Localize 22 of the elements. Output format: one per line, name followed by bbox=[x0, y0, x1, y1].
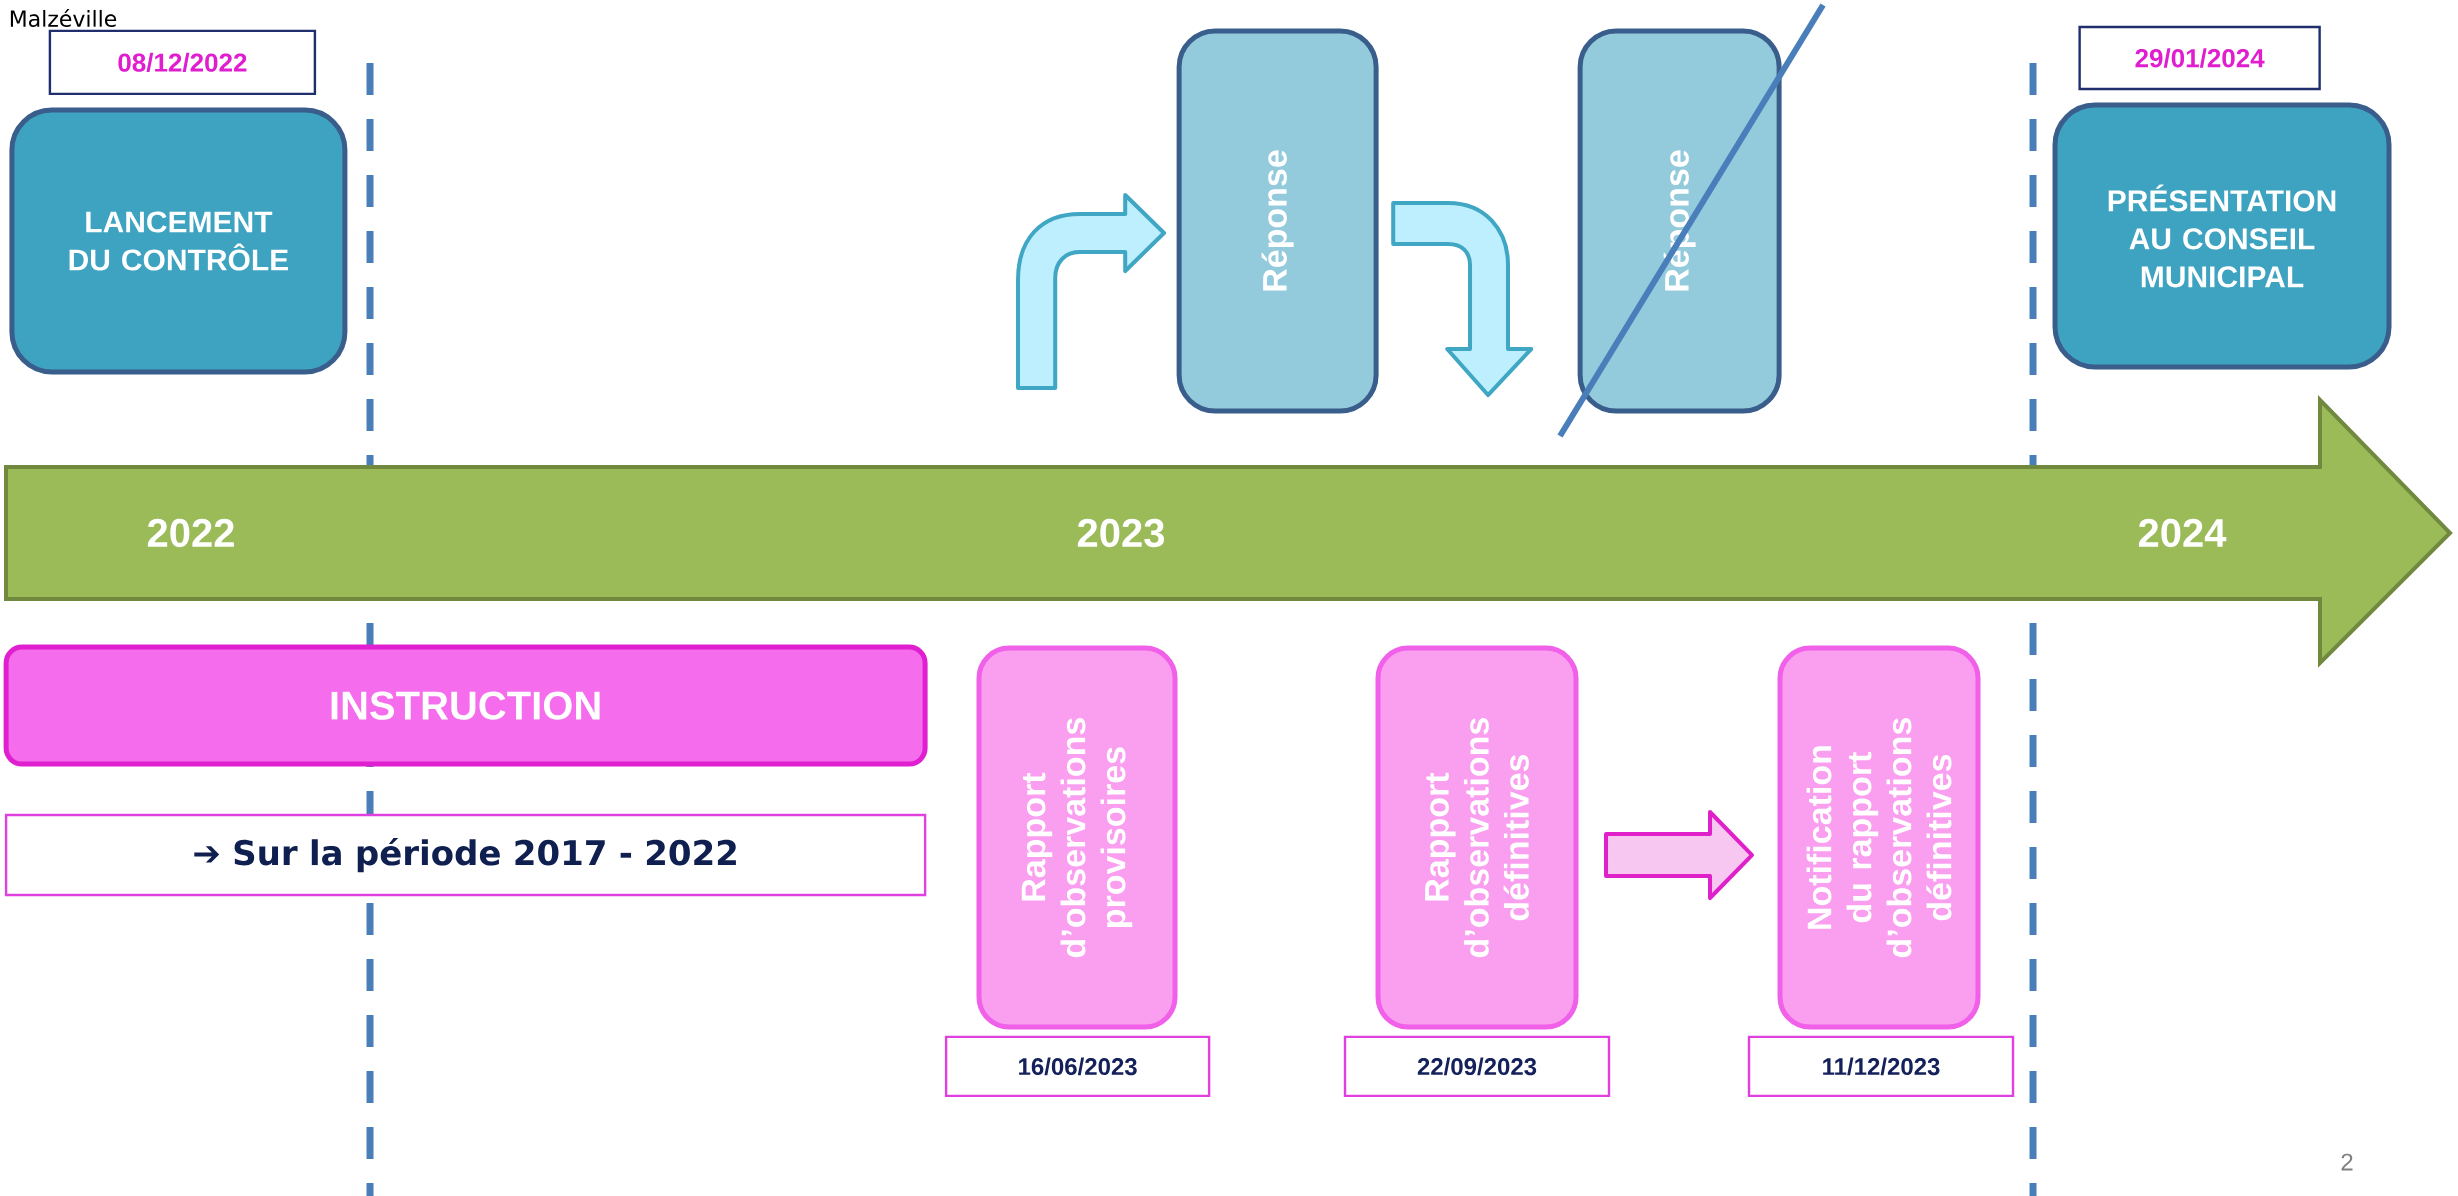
date-box: 16/06/2023 bbox=[944, 1035, 1211, 1098]
year-label: 2024 bbox=[2138, 518, 2227, 548]
date-box: 08/12/2022 bbox=[48, 29, 317, 96]
milestone-box: PRÉSENTATION AU CONSEIL MUNICIPAL bbox=[2052, 102, 2392, 370]
date-box: 22/09/2023 bbox=[1343, 1035, 1611, 1098]
milestone-box: LANCEMENT DU CONTRÔLE bbox=[9, 107, 348, 375]
block-arrow bbox=[1016, 193, 1166, 390]
report-box: Rapport d’observations provisoires bbox=[976, 645, 1178, 1030]
period-box: ➔ Sur la période 2017 - 2022 bbox=[4, 813, 927, 897]
page-number: 2 bbox=[2341, 1153, 2353, 1171]
phase-bar: INSTRUCTION bbox=[3, 644, 928, 767]
place-name: Malzéville bbox=[10, 9, 117, 27]
year-label: 2022 bbox=[147, 518, 234, 548]
block-arrow bbox=[1604, 810, 1754, 900]
block-arrow bbox=[1391, 201, 1534, 397]
date-box: 11/12/2023 bbox=[1747, 1035, 2015, 1098]
date-box: 29/01/2024 bbox=[2078, 25, 2321, 91]
year-label: 2023 bbox=[1077, 518, 1165, 548]
timeline-arrow bbox=[4, 395, 2453, 668]
response-box: Réponse bbox=[1176, 28, 1379, 414]
report-box: Rapport d’observations définitives bbox=[1375, 645, 1579, 1030]
report-box: Notification du rapport d’observations définitives bbox=[1777, 645, 1981, 1030]
